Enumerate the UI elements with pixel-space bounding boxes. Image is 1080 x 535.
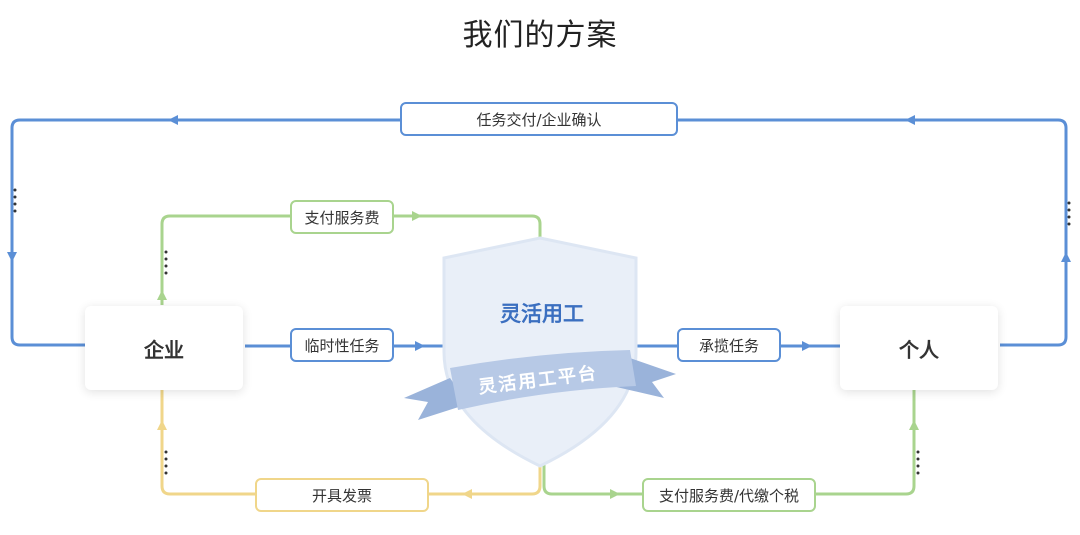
diagram-title: 我们的方案	[462, 18, 618, 53]
task-delivery-label: 任务交付/企业确认	[400, 102, 678, 136]
pay-service-fee-label: 支付服务费	[290, 200, 394, 234]
take-task-label: 承揽任务	[677, 328, 781, 362]
arrow-head	[462, 489, 472, 499]
arrow-head	[1061, 252, 1071, 262]
arrow-head	[415, 341, 425, 351]
platform-shield-label: 灵活用工	[500, 302, 584, 326]
ribbon-band	[450, 350, 636, 410]
arrow-head	[157, 290, 167, 300]
arrow-head	[7, 252, 17, 262]
pay-fee-tax-label: 支付服务费/代缴个税	[642, 478, 816, 512]
arrow-head	[905, 115, 915, 125]
arrow-head	[802, 341, 812, 351]
enterprise-node: 企业	[85, 306, 243, 390]
arrow-head	[909, 420, 919, 430]
invoice-label: 开具发票	[255, 478, 429, 512]
temp-task-label: 临时性任务	[290, 328, 394, 362]
arrow-head	[168, 115, 178, 125]
ribbon-tail-left	[404, 378, 468, 420]
arrow-head	[412, 211, 422, 221]
arrow-head	[157, 420, 167, 430]
arrow-head	[610, 489, 620, 499]
individual-node: 个人	[840, 306, 998, 390]
